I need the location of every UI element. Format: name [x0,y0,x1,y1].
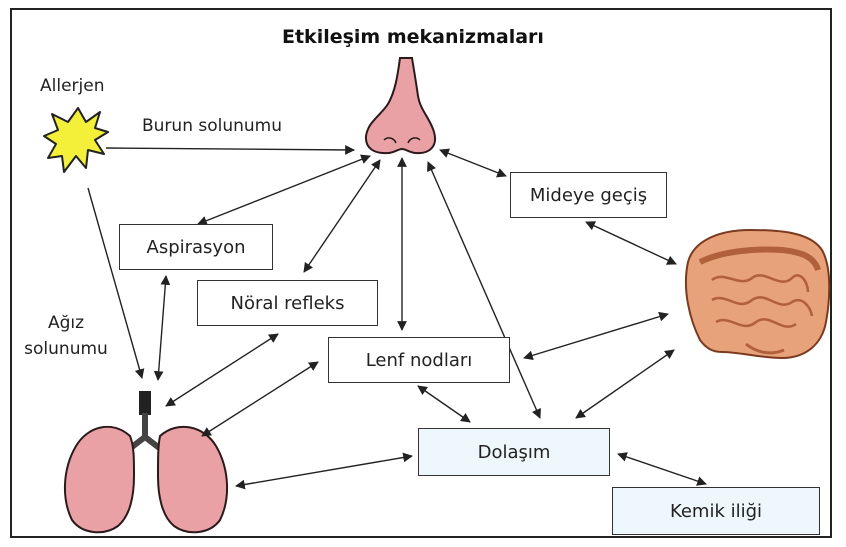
lymph-nodes-box: Lenf nodları [328,337,510,383]
lungs-icon [65,391,227,532]
arrow-circulation-intestine [576,350,674,418]
diagram-title: Etkileşim mekanizmaları [282,26,544,48]
arrow-circulation-bonemarrow [618,454,706,484]
intestines-icon [686,230,829,358]
arrow-lymph-circulation [418,386,470,422]
arrow-gastric-intestine [586,222,676,264]
arrow-nose-gastric [440,150,506,176]
nasal-breathing-label: Burun solunumu [142,116,282,136]
arrow-allergen-nose [106,148,354,150]
arrow-lymph-intestine [524,314,668,358]
mouth-breathing-line1: Ağız [22,310,110,336]
arrow-aspiration-lungs [158,276,166,380]
arrow-neural-nose [304,160,380,272]
circulation-box: Dolaşım [418,428,610,476]
mouth-breathing-line2: solunumu [22,336,110,362]
aspiration-box: Aspirasyon [119,224,273,270]
bone-marrow-box: Kemik iliği [612,487,820,535]
mouth-breathing-label: Ağız solunumu [22,310,110,362]
nose-icon [366,58,435,153]
neural-reflex-box: Nöral refleks [197,280,378,326]
allergen-burst-icon [44,108,108,172]
gastric-passage-box: Mideye geçiş [510,172,667,218]
arrow-lymph-lungs [202,362,318,436]
arrow-neural-lungs [166,334,278,406]
arrow-lungs-circulation [236,456,412,486]
allergen-label: Allerjen [40,76,104,96]
